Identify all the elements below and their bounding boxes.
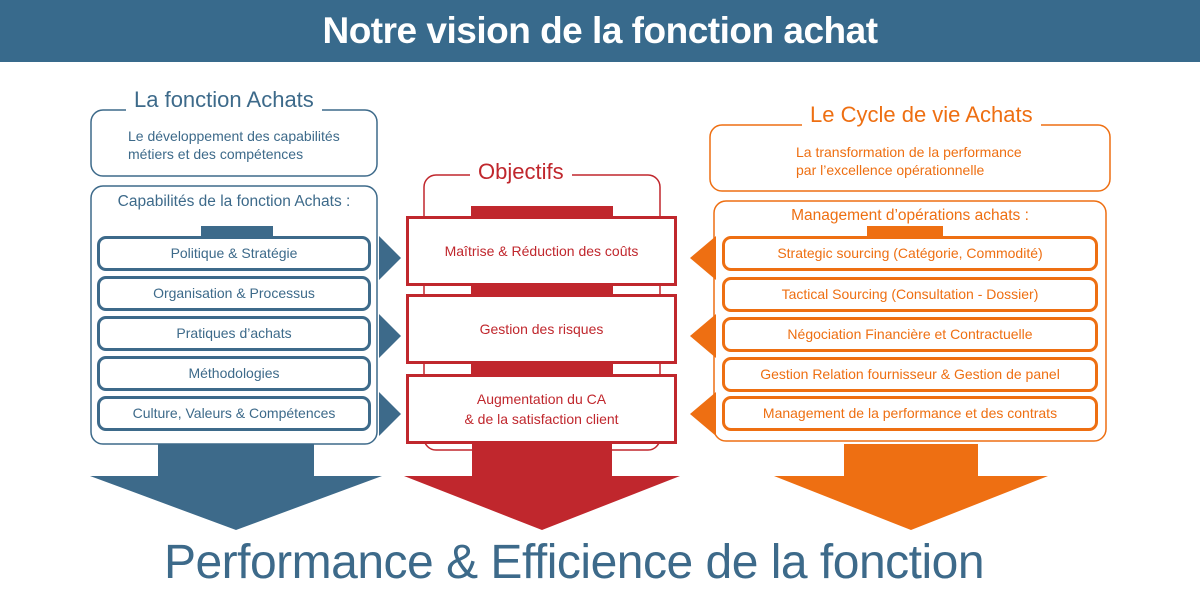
objective-line: Augmentation du CA (476, 390, 607, 407)
right-description: La transformation de la performance par … (796, 143, 1022, 179)
right-item-strategic-sourcing: Strategic sourcing (Catégorie, Commodité… (722, 236, 1098, 271)
left-description-line: Le développement des capabilités (128, 128, 340, 144)
header-banner: Notre vision de la fonction achat (0, 0, 1200, 62)
objective-line: & de la satisfaction client (464, 411, 619, 427)
page-title: Notre vision de la fonction achat (322, 10, 878, 51)
left-description-line: métiers et des compétences (128, 146, 304, 163)
objective-couts: Maîtrise & Réduction des coûts (406, 216, 677, 286)
left-connector-bar (201, 226, 273, 238)
right-description-line: par l’excellence opérationnelle (796, 162, 985, 179)
left-arrow-2 (379, 314, 401, 358)
objective-line: Gestion des risques (479, 320, 604, 337)
right-arrow-1 (690, 236, 716, 280)
left-arrow-1 (379, 236, 401, 280)
right-big-arrow (774, 444, 1048, 530)
left-description: Le développement des capabilités métiers… (128, 127, 340, 163)
center-big-arrow (404, 444, 680, 530)
right-subtitle: Management d’opérations achats : (791, 207, 1029, 224)
left-arrow-3 (379, 392, 401, 436)
right-arrow-3 (690, 392, 716, 436)
right-item-management-performance: Management de la performance et des cont… (722, 396, 1098, 431)
right-item-gestion-relation: Gestion Relation fournisseur & Gestion d… (722, 357, 1098, 392)
right-connector-bar (867, 226, 943, 238)
right-description-line: La transformation de la performance (796, 144, 1022, 160)
footer-tagline: Performance & Efficience de la fonction (163, 536, 985, 589)
left-item-culture: Culture, Valeurs & Compétences (97, 396, 371, 431)
objective-ca: Augmentation du CA & de la satisfaction … (406, 374, 677, 444)
right-arrow-2 (690, 314, 716, 358)
left-item-organisation: Organisation & Processus (97, 276, 371, 311)
objective-risques: Gestion des risques (406, 294, 677, 364)
center-section-title: Objectifs (470, 158, 572, 187)
left-item-politique: Politique & Stratégie (97, 236, 371, 271)
objective-line: Maîtrise & Réduction des coûts (444, 242, 639, 259)
right-item-negociation: Négociation Financière et Contractuelle (722, 317, 1098, 352)
right-item-tactical-sourcing: Tactical Sourcing (Consultation - Dossie… (722, 277, 1098, 312)
left-big-arrow (90, 444, 382, 530)
left-item-pratiques: Pratiques d’achats (97, 316, 371, 351)
right-section-title: Le Cycle de vie Achats (802, 101, 1041, 130)
left-item-methodologies: Méthodologies (97, 356, 371, 391)
left-subtitle: Capabilités de la fonction Achats : (117, 193, 351, 210)
left-section-title: La fonction Achats (126, 86, 322, 115)
center-connector-bar-2 (471, 360, 613, 378)
